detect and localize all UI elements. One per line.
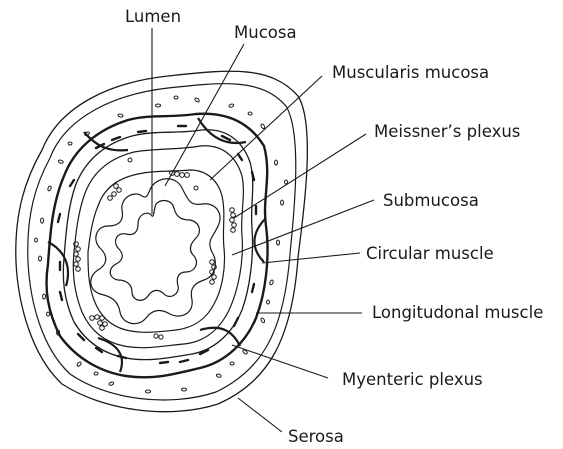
label-longitudinal-muscle: Longitudonal muscle — [372, 303, 543, 322]
label-serosa: Serosa — [288, 427, 344, 446]
circular-muscle-layer — [63, 130, 252, 360]
labels: Lumen Mucosa Muscularis mucosa Meissner’… — [125, 7, 543, 446]
longitudinal-muscle-layer — [35, 96, 288, 393]
meissners-plexus-layer — [74, 158, 237, 339]
label-meissners-plexus: Meissner’s plexus — [374, 122, 520, 141]
label-submucosa: Submucosa — [383, 191, 479, 210]
label-myenteric-plexus: Myenteric plexus — [342, 370, 483, 389]
label-mucosa: Mucosa — [234, 23, 297, 42]
serosa-layer — [16, 71, 308, 411]
leader-serosa — [238, 398, 282, 432]
label-circular-muscle: Circular muscle — [366, 244, 494, 263]
leader-myenteric-plexus — [232, 345, 328, 378]
submucosa-layer — [88, 170, 225, 332]
leader-submucosa — [232, 200, 374, 255]
label-lumen: Lumen — [125, 7, 181, 26]
leader-circular-muscle — [262, 253, 360, 263]
label-muscularis-mucosa: Muscularis mucosa — [332, 63, 489, 82]
